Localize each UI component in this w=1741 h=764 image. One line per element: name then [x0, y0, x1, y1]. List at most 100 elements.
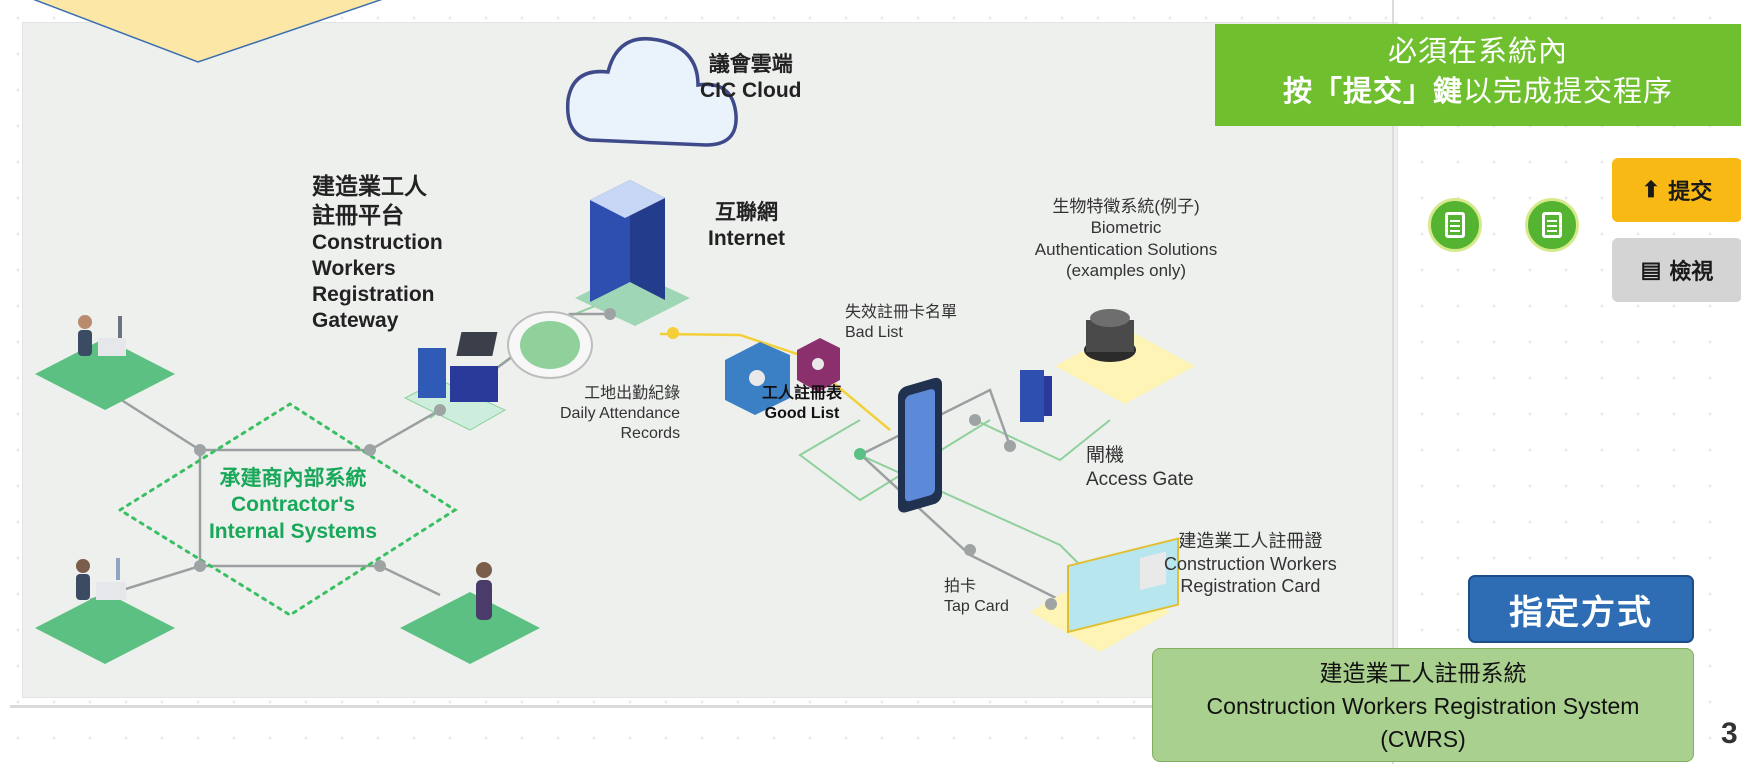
bad-list-label-en: Bad List	[845, 324, 903, 341]
contractor-label-zh: 承建商內部系統	[219, 467, 367, 490]
node	[1004, 440, 1016, 452]
cloud-shape	[565, 37, 738, 147]
good-list-label-en: Good List	[764, 405, 840, 422]
biometric-label-zh: 生物特徵系統(例子)	[1052, 197, 1200, 216]
access-gate-label: 閘機 Access Gate	[1086, 444, 1194, 492]
document-icon[interactable]	[1428, 198, 1482, 252]
card-label-en-1: Construction Workers	[1164, 553, 1337, 574]
access-gate-label-en: Access Gate	[1086, 468, 1194, 490]
node	[194, 560, 206, 572]
biometric-label-en-3: (examples only)	[1066, 260, 1186, 280]
good-list-folder	[725, 342, 790, 415]
internet-label-zh: 互聯網	[715, 201, 778, 224]
chevron-shape	[33, 0, 383, 63]
biometric-label: 生物特徵系統(例子) Biometric Authentication Solu…	[1006, 196, 1246, 281]
node	[969, 414, 981, 426]
good-list-label: 工人註冊表 Good List	[762, 384, 842, 424]
bad-list-link	[659, 332, 891, 431]
attendance-label: 工地出勤紀錄 Daily Attendance Records	[560, 384, 680, 444]
contractor-boundary	[117, 402, 458, 617]
node	[194, 444, 206, 456]
document-sheet-icon	[1542, 212, 1562, 238]
platform	[35, 592, 175, 664]
worker-figure	[78, 315, 126, 356]
cwrs-label-abbr: (CWRS)	[1380, 726, 1466, 752]
good-list-label-zh: 工人註冊表	[762, 385, 843, 402]
upload-icon: ⬆	[1641, 177, 1661, 202]
tap-card-label-en: Tap Card	[944, 598, 1009, 615]
network-link	[798, 419, 991, 502]
connector-line	[89, 564, 441, 602]
contractor-label-en-1: Contractor's	[230, 493, 355, 517]
biometric-label-en-1: Biometric	[1090, 218, 1162, 238]
list-icon: ▤	[1640, 257, 1662, 282]
node	[964, 544, 976, 556]
registration-card	[1067, 537, 1179, 634]
page-number: 3	[1721, 717, 1738, 750]
gateway-label-en-3: Registration	[312, 283, 435, 306]
panel-divider-line	[10, 705, 1390, 708]
cwrs-label-zh: 建造業工人註冊系統	[1319, 660, 1527, 686]
gateway-label-en-4: Gateway	[312, 309, 399, 333]
cwrs-label-box: 建造業工人註冊系統 Construction Workers Registrat…	[1152, 648, 1694, 762]
cwrs-label-en: Construction Workers Registration System	[1206, 693, 1640, 719]
card-label: 建造業工人註冊證 Construction Workers Registrati…	[1164, 530, 1337, 598]
banner-line-1: 必須在系統內	[1387, 36, 1568, 68]
attendance-label-en-1: Daily Attendance	[560, 405, 681, 422]
tap-card-label: 拍卡 Tap Card	[944, 577, 1009, 617]
tap-device	[898, 377, 942, 513]
card-label-en-2: Registration Card	[1180, 576, 1321, 596]
instruction-banner: 必須在系統內 按「提交」鍵以完成提交程序	[1215, 24, 1741, 126]
bad-list-label: 失效註冊卡名單 Bad List	[845, 303, 957, 343]
gateway-label: 建造業工人 註冊平台 Construction Workers Registra…	[312, 172, 443, 335]
internet-label-en: Internet	[708, 227, 786, 251]
banner-line-2-rest: 以完成提交程序	[1463, 76, 1674, 108]
node	[667, 327, 679, 339]
attendance-label-zh: 工地出勤紀錄	[584, 385, 681, 402]
biometric-label-en-2: Authentication Solutions	[1034, 239, 1218, 259]
platform	[400, 592, 540, 664]
node	[1045, 598, 1057, 610]
node	[364, 444, 376, 456]
card-label-zh: 建造業工人註冊證	[1178, 531, 1323, 551]
tap-card-label-zh: 拍卡	[944, 578, 977, 595]
submit-button[interactable]: ⬆ 提交	[1612, 158, 1741, 222]
document-sheet-icon	[1445, 212, 1465, 238]
view-button-label: 檢視	[1669, 259, 1714, 284]
worker-figure	[476, 562, 492, 620]
access-gate-label-zh: 閘機	[1086, 445, 1125, 466]
contractor-label: 承建商內部系統 Contractor's Internal Systems	[188, 466, 398, 545]
panel-vertical-divider	[1392, 0, 1394, 764]
gateway-label-zh-2: 註冊平台	[312, 201, 404, 228]
view-button[interactable]: ▤ 檢視	[1612, 238, 1741, 302]
biometric-scanner	[1084, 309, 1136, 362]
worker-figure	[76, 558, 126, 600]
document-icon[interactable]	[1525, 198, 1579, 252]
node	[604, 308, 616, 320]
banner-submit-emphasis: 按「提交」鍵	[1282, 76, 1463, 108]
gateway-label-en-1: Construction	[312, 230, 443, 254]
connector-line	[89, 312, 610, 452]
gateway-label-en-2: Workers	[312, 256, 396, 280]
banner-line-2: 按「提交」鍵以完成提交程序	[1215, 72, 1741, 112]
internet-server	[575, 180, 690, 326]
card-reader	[456, 311, 593, 379]
platform	[35, 338, 175, 410]
node	[854, 448, 866, 460]
contractor-label-en-2: Internal Systems	[208, 519, 378, 543]
node	[374, 560, 386, 572]
designated-method-button[interactable]: 指定方式	[1468, 575, 1694, 643]
access-gate-device	[1020, 370, 1052, 422]
submit-button-label: 提交	[1668, 179, 1713, 204]
cloud-label: 議會雲端 CIC Cloud	[700, 52, 801, 105]
gateway-server	[403, 348, 507, 431]
cloud-label-zh: 議會雲端	[708, 53, 793, 76]
attendance-label-en-2: Records	[620, 425, 681, 442]
bad-list-folder	[797, 338, 840, 392]
network-link	[974, 419, 1111, 462]
internet-label: 互聯網 Internet	[708, 200, 785, 253]
bad-list-label-zh: 失效註冊卡名單	[845, 304, 958, 321]
node	[434, 404, 446, 416]
cloud-label-en: CIC Cloud	[700, 79, 802, 103]
